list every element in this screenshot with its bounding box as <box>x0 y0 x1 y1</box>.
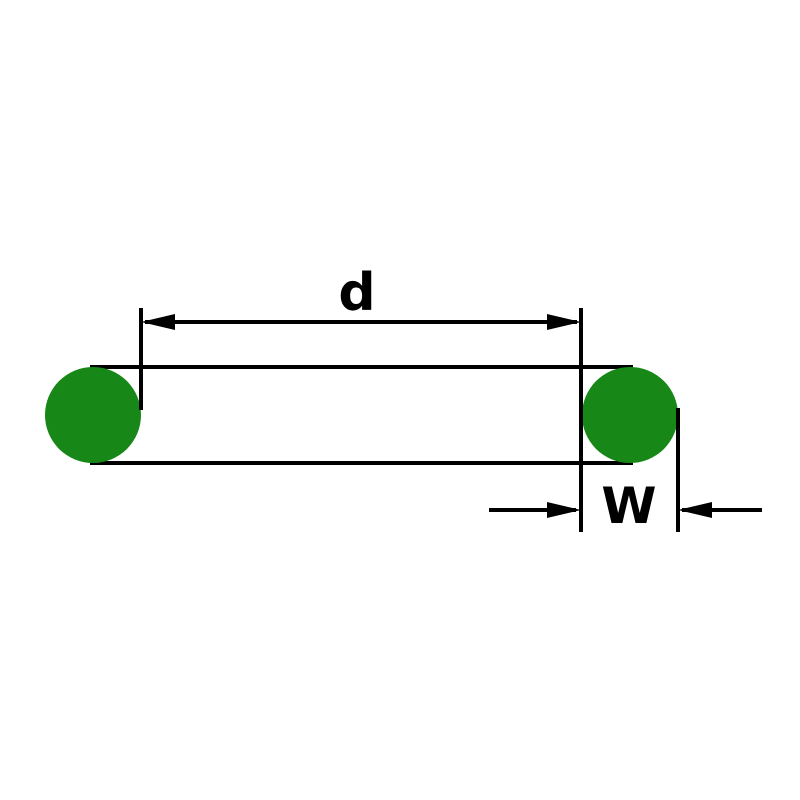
right-cross-section-circle <box>582 367 678 463</box>
d-dimension-arrowheads <box>141 314 581 330</box>
extension-lines <box>139 308 680 532</box>
w-dimension-arrowheads <box>547 502 712 518</box>
d-left-arrowhead <box>141 314 175 330</box>
w-left-arrowhead <box>547 502 581 518</box>
dimension-labels: d W <box>338 263 656 535</box>
inner-diameter-label: d <box>338 263 375 323</box>
ring-profile-lines <box>90 365 633 465</box>
left-cross-section-circle <box>45 367 141 463</box>
cross-section-width-label: W <box>601 477 656 535</box>
d-right-arrowhead <box>547 314 581 330</box>
w-right-arrowhead <box>678 502 712 518</box>
